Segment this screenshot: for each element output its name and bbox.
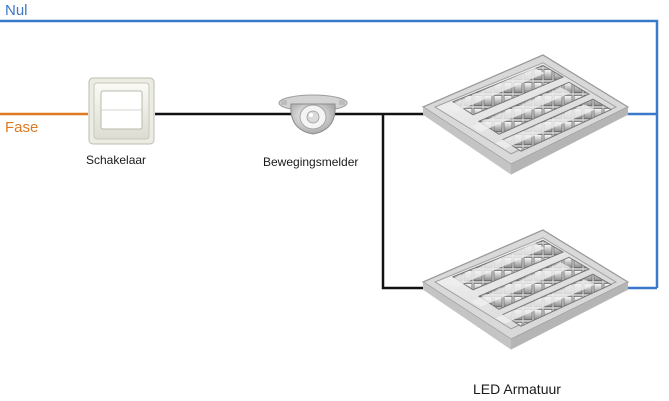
phase-label: Fase — [5, 119, 39, 136]
light-switch-icon — [88, 77, 155, 145]
motion-sensor-label: Bewegingsmelder — [263, 155, 359, 169]
led-fixture-top — [422, 54, 629, 176]
fixture-label: LED Armatuur — [473, 381, 561, 397]
switched-wire-branch — [381, 114, 430, 290]
neutral-label: Nul — [5, 2, 28, 19]
motion-sensor-icon — [278, 94, 348, 135]
led-fixture-bottom — [422, 229, 629, 351]
switch-label: Schakelaar — [86, 153, 147, 167]
neutral-wire — [0, 19, 659, 288]
